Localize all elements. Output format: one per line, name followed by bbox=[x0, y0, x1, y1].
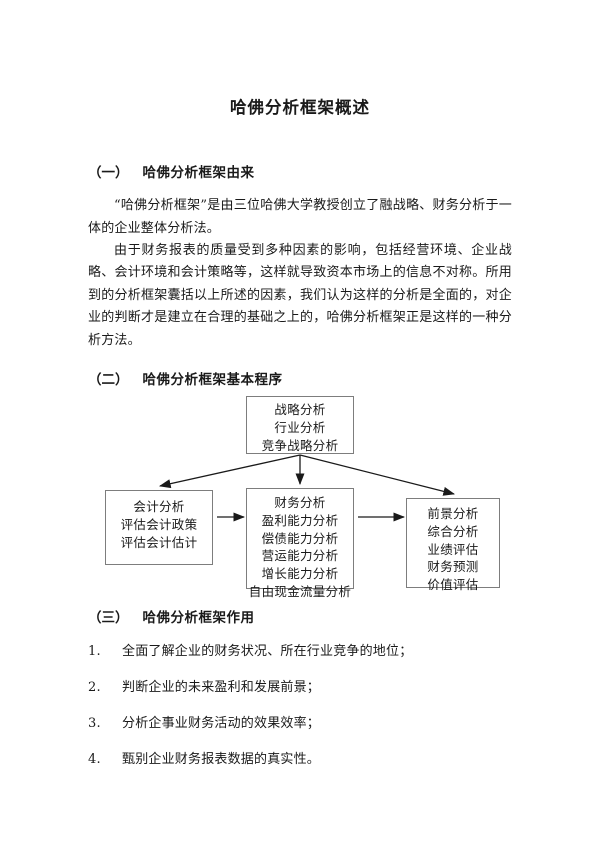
list-item-text: 甄别企业财务报表数据的真实性。 bbox=[122, 751, 321, 767]
section-number-2: （二） bbox=[88, 371, 129, 388]
box-financial-line-3: 偿债能力分析 bbox=[261, 530, 339, 546]
list-item-number: 1. bbox=[88, 644, 101, 660]
box-financial-line-5: 增长能力分析 bbox=[261, 566, 339, 582]
box-prospect-line-2: 综合分析 bbox=[427, 523, 479, 539]
diagram-arrows bbox=[158, 454, 456, 522]
box-prospect-line-3: 业绩评估 bbox=[427, 541, 479, 557]
list-item-number: 4. bbox=[88, 751, 101, 767]
section-number-1: （一） bbox=[88, 165, 129, 182]
section-number-3: （三） bbox=[88, 610, 129, 627]
section-title-3: 哈佛分析框架作用 bbox=[142, 610, 255, 627]
box-financial-line-4: 营运能力分析 bbox=[261, 548, 339, 564]
list-item-text: 判断企业的未来盈利和发展前景； bbox=[122, 680, 321, 696]
arrow-strategy-to-prospect bbox=[299, 454, 456, 496]
box-strategy-line-2: 行业分析 bbox=[274, 419, 326, 435]
section-title-2: 哈佛分析框架基本程序 bbox=[142, 371, 283, 388]
section-heading-1: （一） 哈佛分析框架由来 bbox=[88, 163, 512, 183]
section-heading-2: （二） 哈佛分析框架基本程序 bbox=[88, 370, 512, 390]
box-strategy-line-3: 竞争战略分析 bbox=[261, 437, 339, 453]
arrow-strategy-to-accounting bbox=[158, 454, 301, 489]
box-accounting-line-2: 评估会计政策 bbox=[120, 516, 198, 532]
diagram-box-accounting-analysis: 会计分析 评估会计政策 评估会计估计 bbox=[105, 490, 213, 566]
box-prospect-line-5: 价值评估 bbox=[427, 577, 479, 593]
box-accounting-line-1: 会计分析 bbox=[133, 499, 185, 515]
diagram-box-financial-analysis: 财务分析 盈利能力分析 偿债能力分析 营运能力分析 增长能力分析 自由现金流量分… bbox=[246, 488, 354, 599]
box-strategy-line-1: 战略分析 bbox=[274, 402, 326, 418]
harvard-framework-flow-diagram: 战略分析 行业分析 竞争战略分析 会计分析 评估会计政策 评估会计估计 财务分析… bbox=[88, 394, 512, 599]
list-item-number: 3. bbox=[88, 715, 101, 731]
list-item: 2. 判断企业的未来盈利和发展前景； bbox=[88, 678, 512, 699]
diagram-box-prospect-analysis: 前景分析 综合分析 业绩评估 财务预测 价值评估 bbox=[406, 498, 500, 592]
page-title: 哈佛分析框架概述 bbox=[230, 98, 370, 117]
document-content: 哈佛分析框架概述 （一） 哈佛分析框架由来 “哈佛分析框架”是由三位哈佛大学教授创… bbox=[88, 0, 512, 786]
list-item-number: 2. bbox=[88, 680, 101, 696]
paragraph-origin-1: “哈佛分析框架”是由三位哈佛大学教授创立了融战略、财务分析于一体的企业整体分析法… bbox=[88, 198, 512, 236]
list-item: 1. 全面了解企业的财务状况、所在行业竞争的地位； bbox=[88, 642, 512, 663]
paragraph-origin-2: 由于财务报表的质量受到多种因素的影响，包括经营环境、企业战略、会计环境和会计策略… bbox=[88, 243, 512, 348]
box-prospect-line-1: 前景分析 bbox=[427, 506, 479, 522]
section-title-1: 哈佛分析框架由来 bbox=[142, 165, 255, 182]
list-item-text: 全面了解企业的财务状况、所在行业竞争的地位； bbox=[122, 644, 413, 660]
list-item-text: 分析企事业财务活动的效果效率； bbox=[122, 715, 321, 731]
box-financial-line-6: 自由现金流量分析 bbox=[248, 583, 352, 599]
section-heading-3: （三） 哈佛分析框架作用 bbox=[88, 608, 512, 628]
box-prospect-line-4: 财务预测 bbox=[427, 559, 479, 575]
diagram-box-strategy-analysis: 战略分析 行业分析 竞争战略分析 bbox=[246, 396, 354, 455]
framework-uses-list: 1. 全面了解企业的财务状况、所在行业竞争的地位； 2. 判断企业的未来盈利和发展前… bbox=[88, 642, 512, 770]
box-financial-line-2: 盈利能力分析 bbox=[261, 512, 339, 528]
list-item: 3. 分析企事业财务活动的效果效率； bbox=[88, 714, 512, 735]
box-accounting-line-3: 评估会计估计 bbox=[120, 534, 198, 550]
list-item: 4. 甄别企业财务报表数据的真实性。 bbox=[88, 750, 512, 771]
box-financial-line-1: 财务分析 bbox=[274, 495, 326, 511]
